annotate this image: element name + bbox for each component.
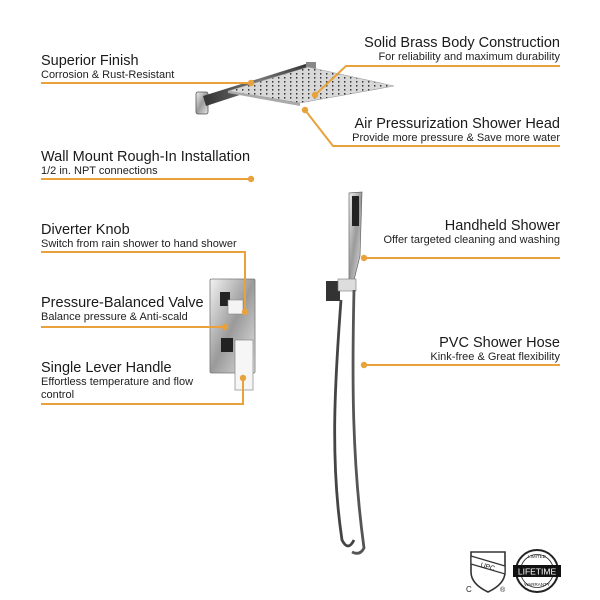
seal-top-text: LIMITED [528,554,547,559]
callout-diverter-knob: Diverter Knob Switch from rain shower to… [41,222,237,251]
callout-title: Superior Finish [41,53,139,69]
callout-title: Air Pressurization Shower Head [354,116,560,132]
upc-c-mark: C [466,585,472,594]
rain-shower-head [195,62,395,115]
callout-title: Single Lever Handle [41,360,172,376]
upc-text: UPC [480,562,496,573]
callout-title: Wall Mount Rough-In Installation [41,149,251,165]
callout-subtitle: Offer targeted cleaning and washing [383,234,560,246]
callout-wall-mount: Wall Mount Rough-In Installation 1/2 in.… [41,149,250,178]
leader-dots [221,79,368,382]
lifetime-warranty-seal: LIMITED LIFETIME WARRANTY [513,549,561,593]
callout-pvc-hose: PVC Shower Hose Kink-free & Great flexib… [430,335,560,364]
upc-registered-mark: ® [500,586,506,594]
callout-solid-brass: Solid Brass Body Construction For reliab… [364,35,560,64]
callout-title: Solid Brass Body Construction [364,35,560,51]
upc-certification-logo: UPC C ® [466,551,506,594]
callout-subtitle: Effortless temperature and flow [41,376,194,388]
callout-title: Diverter Knob [41,222,130,238]
callout-title: PVC Shower Hose [439,335,560,351]
callout-title: Handheld Shower [444,218,560,234]
leader-lines [41,65,560,405]
seal-bottom-text: WARRANTY [524,582,550,587]
callout-superior-finish: Superior Finish Corrosion & Rust-Resista… [41,53,174,82]
callout-single-lever: Single Lever Handle Effortless temperatu… [41,360,193,402]
callout-pressure-valve: Pressure-Balanced Valve Balance pressure… [41,295,204,324]
valve-trim [209,278,256,391]
hand-shower [326,191,366,555]
callout-subtitle: Balance pressure & Anti-scald [41,311,188,323]
callout-subtitle: Corrosion & Rust-Resistant [41,69,175,81]
callout-subtitle: Switch from rain shower to hand shower [41,238,237,250]
callout-subtitle: For reliability and maximum durability [378,51,560,63]
callout-subtitle: Kink-free & Great flexibility [430,351,560,363]
seal-main-text: LIFETIME [518,567,557,577]
callout-handheld-shower: Handheld Shower Offer targeted cleaning … [383,218,560,247]
callout-air-pressurization: Air Pressurization Shower Head Provide m… [352,116,560,145]
callout-subtitle-line2: control [41,389,75,401]
callout-subtitle: Provide more pressure & Save more water [352,132,560,144]
callout-subtitle: 1/2 in. NPT connections [41,165,158,177]
callout-title: Pressure-Balanced Valve [41,295,204,311]
